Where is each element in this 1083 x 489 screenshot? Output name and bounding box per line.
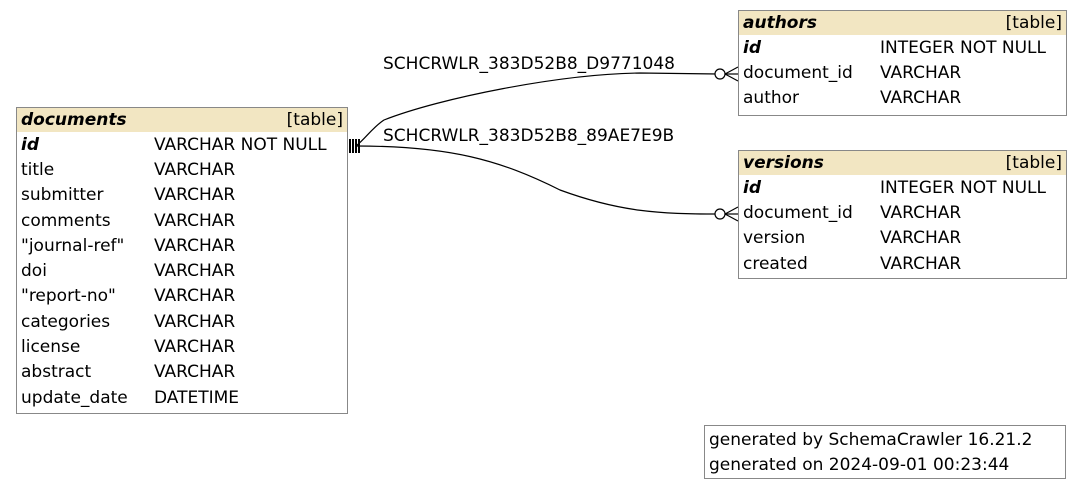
generated-on: generated on 2024-09-01 00:23:44 bbox=[709, 455, 1010, 475]
column-name: id bbox=[21, 134, 39, 155]
table-kind: [table] bbox=[1005, 153, 1062, 173]
column-row: doi VARCHAR bbox=[17, 258, 347, 283]
column-type: DATETIME bbox=[154, 387, 240, 408]
column-name: doi bbox=[21, 261, 47, 282]
column-type: VARCHAR bbox=[880, 62, 962, 83]
zero-many-marker-authors bbox=[714, 66, 739, 82]
table-authors[interactable]: authors [table] id INTEGER NOT NULL docum… bbox=[738, 10, 1067, 116]
column-row: comments VARCHAR bbox=[17, 208, 347, 233]
column-row: document_id VARCHAR bbox=[739, 200, 1066, 225]
column-type: INTEGER NOT NULL bbox=[880, 37, 1046, 58]
column-name: created bbox=[743, 253, 808, 274]
table-header: documents [table] bbox=[17, 108, 347, 132]
column-name: comments bbox=[21, 210, 111, 231]
column-type: INTEGER NOT NULL bbox=[880, 177, 1046, 198]
column-row: submitter VARCHAR bbox=[17, 183, 347, 208]
column-name: version bbox=[743, 228, 806, 249]
table-header: versions [table] bbox=[739, 151, 1066, 175]
relationship-edge-authors bbox=[355, 72, 719, 147]
relationship-edge-versions bbox=[355, 145, 719, 215]
zero-many-marker-versions bbox=[714, 206, 739, 222]
column-name: "journal-ref" bbox=[21, 235, 125, 256]
column-type: VARCHAR NOT NULL bbox=[154, 134, 327, 155]
column-type: VARCHAR bbox=[880, 88, 962, 109]
column-type: VARCHAR bbox=[154, 362, 236, 383]
table-name: documents bbox=[21, 110, 127, 130]
column-row: abstract VARCHAR bbox=[17, 360, 347, 385]
column-row: version VARCHAR bbox=[739, 226, 1066, 251]
column-type: VARCHAR bbox=[154, 286, 236, 307]
column-name: license bbox=[21, 337, 81, 358]
column-type: VARCHAR bbox=[154, 159, 236, 180]
column-name: "report-no" bbox=[21, 286, 116, 307]
column-type: VARCHAR bbox=[154, 337, 236, 358]
column-row: created VARCHAR bbox=[739, 251, 1066, 276]
column-name: author bbox=[743, 88, 800, 109]
table-name: authors bbox=[743, 13, 817, 33]
column-type: VARCHAR bbox=[154, 311, 236, 332]
column-type: VARCHAR bbox=[154, 210, 236, 231]
column-row: categories VARCHAR bbox=[17, 309, 347, 334]
column-name: update_date bbox=[21, 387, 128, 408]
column-type: VARCHAR bbox=[880, 202, 962, 223]
table-header: authors [table] bbox=[739, 11, 1066, 35]
column-row: id INTEGER NOT NULL bbox=[739, 35, 1066, 60]
table-kind: [table] bbox=[1005, 13, 1062, 33]
generated-by: generated by SchemaCrawler 16.21.2 bbox=[709, 430, 1033, 450]
relationship-label-versions: SCHCRWLR_383D52B8_89AE7E9B bbox=[383, 126, 675, 146]
column-type: VARCHAR bbox=[154, 261, 236, 282]
relationship-label-authors: SCHCRWLR_383D52B8_D9771048 bbox=[383, 54, 675, 74]
column-type: VARCHAR bbox=[880, 253, 962, 274]
table-kind: [table] bbox=[286, 110, 343, 130]
column-name: abstract bbox=[21, 362, 92, 383]
column-name: id bbox=[743, 37, 761, 58]
generation-info: generated by SchemaCrawler 16.21.2 gener… bbox=[704, 425, 1066, 479]
column-row: license VARCHAR bbox=[17, 334, 347, 359]
column-row: id VARCHAR NOT NULL bbox=[17, 132, 347, 157]
table-versions[interactable]: versions [table] id INTEGER NOT NULL docu… bbox=[738, 150, 1067, 279]
column-row: author VARCHAR bbox=[739, 86, 1066, 111]
column-type: VARCHAR bbox=[154, 185, 236, 206]
column-type: VARCHAR bbox=[154, 235, 236, 256]
one-marker bbox=[349, 139, 360, 153]
column-row: title VARCHAR bbox=[17, 157, 347, 182]
column-row: "journal-ref" VARCHAR bbox=[17, 233, 347, 258]
column-name: submitter bbox=[21, 185, 104, 206]
table-name: versions bbox=[743, 153, 824, 173]
column-row: update_date DATETIME bbox=[17, 385, 347, 410]
column-row: "report-no" VARCHAR bbox=[17, 284, 347, 309]
column-type: VARCHAR bbox=[880, 228, 962, 249]
column-name: categories bbox=[21, 311, 111, 332]
column-row: id INTEGER NOT NULL bbox=[739, 175, 1066, 200]
column-name: title bbox=[21, 159, 55, 180]
column-row: document_id VARCHAR bbox=[739, 60, 1066, 85]
column-name: id bbox=[743, 177, 761, 198]
column-name: document_id bbox=[743, 202, 853, 223]
column-name: document_id bbox=[743, 62, 853, 83]
table-documents[interactable]: documents [table] id VARCHAR NOT NULL tit… bbox=[16, 107, 348, 414]
